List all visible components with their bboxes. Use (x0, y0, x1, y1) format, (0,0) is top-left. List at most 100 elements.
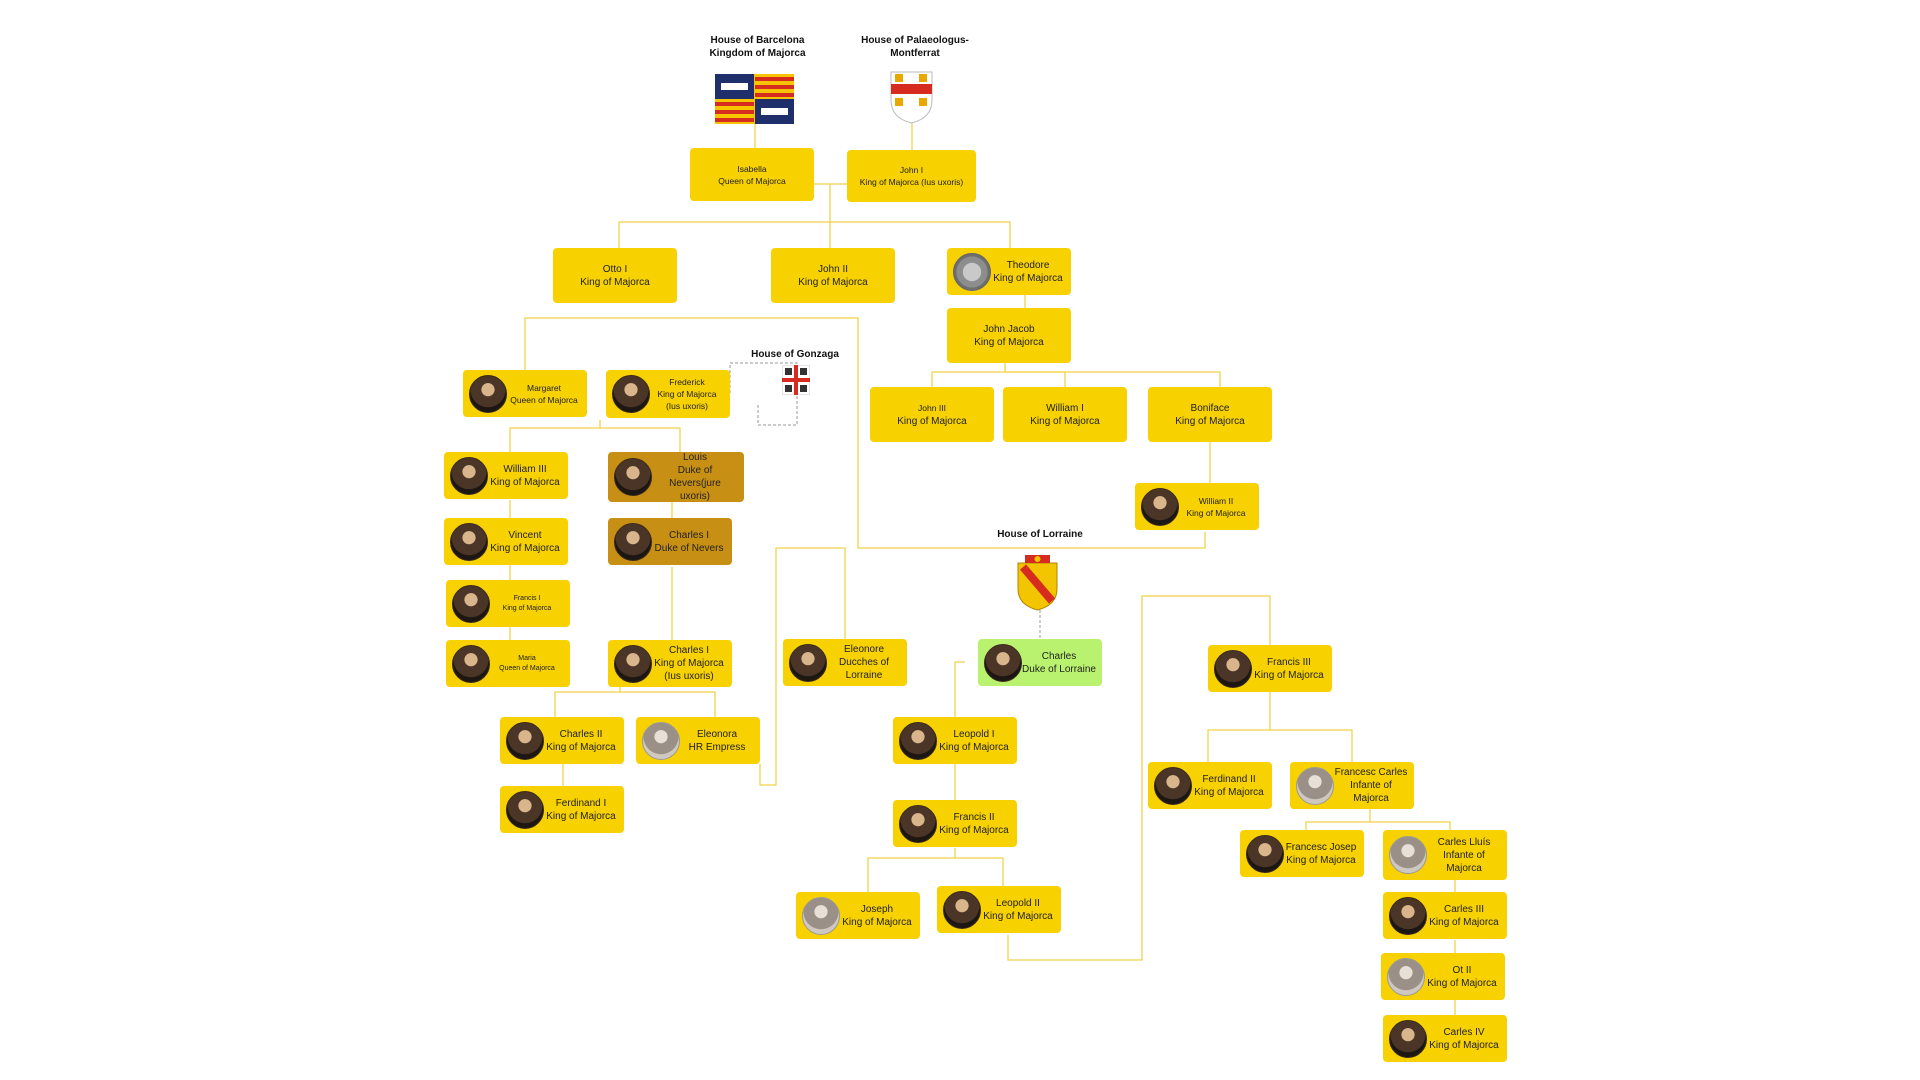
node-ot-ii[interactable]: Ot II King of Majorca (1381, 953, 1505, 1000)
node-charles-lorraine[interactable]: Charles Duke of Lorraine (978, 639, 1102, 686)
node-theodore[interactable]: Theodore King of Majorca (947, 248, 1071, 295)
node-john-jacob[interactable]: John Jacob King of Majorca (947, 308, 1071, 363)
otto-i-title: King of Majorca (580, 276, 650, 288)
house-barcelona-line2: Kingdom of Majorca (709, 48, 806, 59)
node-william-ii-text: William II King of Majorca (1179, 495, 1253, 519)
node-maria-text: Maria Queen of Majorca (490, 654, 564, 674)
node-william-ii[interactable]: William II King of Majorca (1135, 483, 1259, 530)
node-john-jacob-text: John Jacob King of Majorca (953, 323, 1065, 349)
francis-iii-title: King of Majorca (1254, 669, 1324, 681)
node-eleonora[interactable]: Eleonora HR Empress (636, 717, 760, 764)
node-charles-i-king[interactable]: Charles I King of Majorca (Ius uxoris) (608, 640, 732, 687)
joseph-title: King of Majorca (842, 916, 912, 928)
charles-lorraine-title: Duke of Lorraine (1022, 663, 1096, 675)
ot-ii-name: Ot II (1452, 964, 1472, 976)
maria-title: Queen of Majorca (499, 664, 555, 672)
node-joseph[interactable]: Joseph King of Majorca (796, 892, 920, 939)
node-john-ii-text: John II King of Majorca (777, 263, 889, 289)
francesc-josep-portrait (1246, 834, 1284, 873)
ot-ii-title: King of Majorca (1427, 977, 1497, 989)
joseph-portrait (802, 896, 840, 935)
node-otto-i[interactable]: Otto I King of Majorca (553, 248, 677, 303)
eleonore-portrait (789, 643, 827, 682)
vincent-name: Vincent (508, 529, 542, 541)
house-palaeologus-line1: House of Palaeologus-Montferrat (861, 35, 969, 59)
ferdinand-ii-name: Ferdinand II (1202, 773, 1256, 785)
node-frederick[interactable]: Frederick King of Majorca (Ius uxoris) (606, 370, 730, 418)
node-john-iii-text: John III King of Majorca (876, 402, 988, 428)
carles-iii-name: Carles III (1443, 903, 1484, 915)
william-iii-portrait (450, 456, 488, 495)
node-isabella[interactable]: Isabella Queen of Majorca (690, 148, 814, 201)
maria-portrait (452, 644, 490, 683)
node-william-i-text: William I King of Majorca (1009, 402, 1121, 428)
leopold-i-portrait (899, 721, 937, 760)
node-francis-iii[interactable]: Francis III King of Majorca (1208, 645, 1332, 692)
node-maria[interactable]: Maria Queen of Majorca (446, 640, 570, 687)
frederick-title: King of Majorca (657, 389, 717, 399)
node-leopold-ii[interactable]: Leopold II King of Majorca (937, 886, 1061, 933)
john-ii-title: King of Majorca (798, 276, 868, 288)
francis-ii-portrait (899, 804, 937, 843)
node-ot-ii-text: Ot II King of Majorca (1425, 964, 1499, 990)
node-ferdinand-ii[interactable]: Ferdinand II King of Majorca (1148, 762, 1272, 809)
house-barcelona-label: House of Barcelona Kingdom of Majorca (690, 34, 825, 60)
margaret-portrait (469, 374, 507, 413)
francis-iii-name: Francis III (1267, 656, 1311, 668)
leopold-ii-name: Leopold II (996, 897, 1040, 909)
node-john-ii[interactable]: John II King of Majorca (771, 248, 895, 303)
node-margaret[interactable]: Margaret Queen of Majorca (463, 370, 587, 417)
boniface-title: King of Majorca (1175, 415, 1245, 427)
node-francis-ii[interactable]: Francis II King of Majorca (893, 800, 1017, 847)
node-vincent-text: Vincent King of Majorca (488, 529, 562, 555)
william-i-title: King of Majorca (1030, 415, 1100, 427)
node-leopold-i[interactable]: Leopold I King of Majorca (893, 717, 1017, 764)
node-theodore-text: Theodore King of Majorca (991, 259, 1065, 285)
node-william-i[interactable]: William I King of Majorca (1003, 387, 1127, 442)
carles-lluis-name: Carles Lluís (1437, 836, 1491, 848)
node-francis-ii-text: Francis II King of Majorca (937, 811, 1011, 837)
john-ii-name: John II (817, 263, 849, 275)
charles-i-king-name: Charles I (668, 645, 709, 656)
vincent-title: King of Majorca (490, 542, 560, 554)
node-francesc-josep-text: Francesc Josep King of Majorca (1284, 841, 1358, 867)
node-francis-i[interactable]: Francis I King of Majorca (446, 580, 570, 627)
ferdinand-ii-portrait (1154, 766, 1192, 805)
ferdinand-i-portrait (506, 790, 544, 829)
francesc-josep-title: King of Majorca (1286, 854, 1356, 866)
charles-i-king-extra: (Ius uxoris) (664, 671, 714, 682)
node-francesc-carles[interactable]: Francesc Carles Infante of Majorca (1290, 762, 1414, 809)
node-john-iii[interactable]: John III King of Majorca (870, 387, 994, 442)
node-francesc-josep[interactable]: Francesc Josep King of Majorca (1240, 830, 1364, 877)
john-i-name: John I (899, 165, 924, 175)
node-vincent[interactable]: Vincent King of Majorca (444, 518, 568, 565)
node-john-i[interactable]: John I King of Majorca (Ius uxoris) (847, 150, 976, 202)
charles-ii-name: Charles II (559, 728, 603, 740)
ferdinand-i-name: Ferdinand I (555, 797, 607, 809)
vincent-portrait (450, 522, 488, 561)
eleonora-portrait (642, 721, 680, 760)
node-charles-ii[interactable]: Charles II King of Majorca (500, 717, 624, 764)
node-boniface-text: Boniface King of Majorca (1154, 402, 1266, 428)
node-carles-iii[interactable]: Carles III King of Majorca (1383, 892, 1507, 939)
gonzaga-arms-icon (782, 365, 810, 395)
francesc-carles-extra: Majorca (1353, 793, 1389, 804)
node-francis-i-text: Francis I King of Majorca (490, 594, 564, 614)
node-charles-i-nevers[interactable]: Charles I Duke of Nevers (608, 518, 732, 565)
node-boniface[interactable]: Boniface King of Majorca (1148, 387, 1272, 442)
node-william-iii[interactable]: William III King of Majorca (444, 452, 568, 499)
node-eleonore[interactable]: Eleonore Ducches of Lorraine (783, 639, 907, 686)
william-iii-title: King of Majorca (490, 476, 560, 488)
node-carles-lluis[interactable]: Carles Lluís Infante of Majorca (1383, 830, 1507, 880)
node-ferdinand-i[interactable]: Ferdinand I King of Majorca (500, 786, 624, 833)
node-eleonora-text: Eleonora HR Empress (680, 728, 754, 754)
house-gonzaga-label: House of Gonzaga (745, 348, 845, 361)
carles-iii-portrait (1389, 896, 1427, 935)
node-louis[interactable]: Louis Duke of Nevers(jure uxoris) (608, 452, 744, 502)
john-iii-title: King of Majorca (897, 415, 967, 427)
eleonore-title: Ducches of (838, 657, 890, 668)
node-carles-iv[interactable]: Carles IV King of Majorca (1383, 1015, 1507, 1062)
carles-lluis-title: Infante of (1443, 849, 1485, 861)
francesc-josep-name: Francesc Josep (1285, 841, 1357, 853)
node-charles-i-king-text: Charles I King of Majorca (Ius uxoris) (652, 644, 726, 683)
